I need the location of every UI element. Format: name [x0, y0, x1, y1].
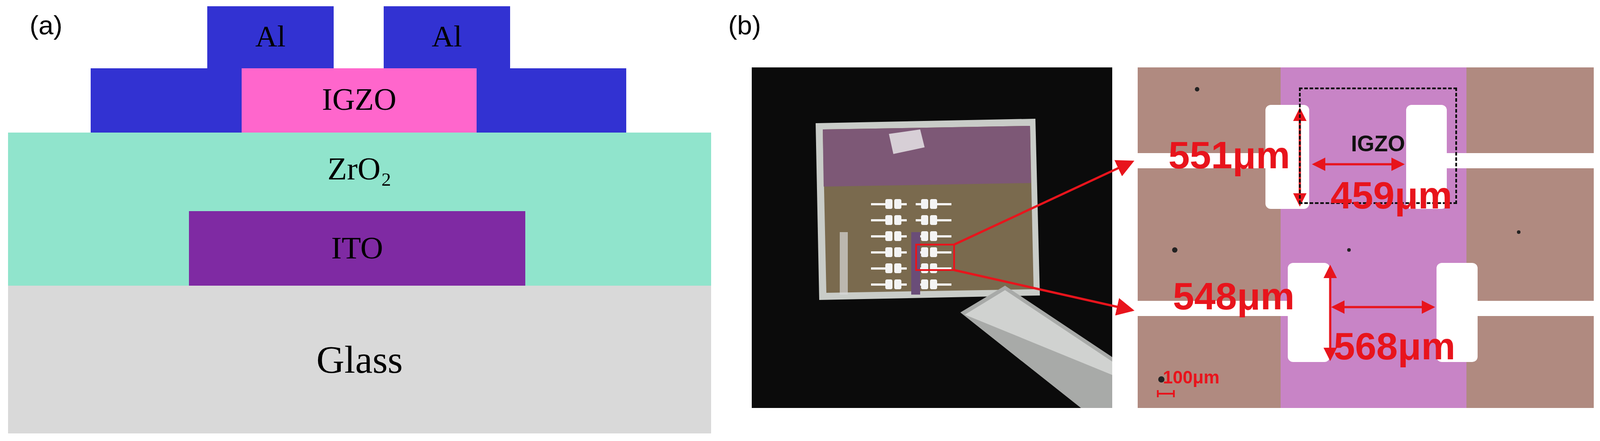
layer-label: Al	[383, 19, 511, 54]
dimension-arrow	[1314, 163, 1403, 166]
al-wing	[476, 68, 627, 133]
layer-label: ITO	[188, 230, 526, 266]
electrode-line	[1442, 153, 1594, 169]
panel-label: (b)	[728, 10, 761, 41]
layer-label: IGZO	[241, 82, 477, 118]
layer-label: IGZO	[1300, 131, 1456, 157]
zoom-box	[916, 244, 955, 271]
dimension-label: 459μm	[1330, 174, 1453, 217]
panel-label: (a)	[29, 10, 63, 41]
zoom-arrow	[954, 161, 1133, 245]
ito-layer: ITO	[188, 211, 526, 286]
micrograph-background	[1137, 67, 1594, 409]
sample-film-top	[822, 125, 1031, 187]
scale-bar	[1172, 390, 1175, 398]
scale-bar	[1156, 390, 1159, 398]
igzo-layer: IGZO	[241, 68, 477, 133]
photo-background	[751, 67, 1113, 409]
layer-label: Al	[207, 19, 334, 54]
layer-label: Glass	[8, 338, 712, 382]
probe-tweezers	[960, 285, 1113, 409]
reflection	[888, 129, 925, 155]
reflection	[839, 232, 848, 295]
electrode-line	[1474, 301, 1594, 317]
device-array	[871, 196, 907, 294]
al-electrode: Al	[207, 6, 334, 69]
dimension-label: 551μm	[1168, 134, 1291, 177]
dust	[1347, 248, 1351, 252]
dimension-arrow	[1329, 267, 1332, 360]
sample-film	[822, 125, 1034, 294]
dust	[1194, 87, 1200, 92]
dust	[1516, 230, 1521, 235]
scale-bar	[1157, 393, 1174, 395]
zoom-arrow	[954, 270, 1133, 311]
glass-substrate	[815, 118, 1040, 301]
dimension-label: 548μm	[1172, 275, 1295, 318]
dust	[1172, 247, 1178, 253]
al-wing	[90, 68, 242, 133]
dimension-arrow	[1333, 306, 1433, 309]
glass-substrate: Glass	[8, 285, 712, 434]
layer-label: ZrO₂	[8, 151, 712, 187]
probe-highlight	[964, 290, 1113, 376]
dimension-label: 568μm	[1333, 325, 1456, 368]
scale-label: 100μm	[1163, 367, 1220, 388]
al-electrode: Al	[383, 6, 511, 69]
